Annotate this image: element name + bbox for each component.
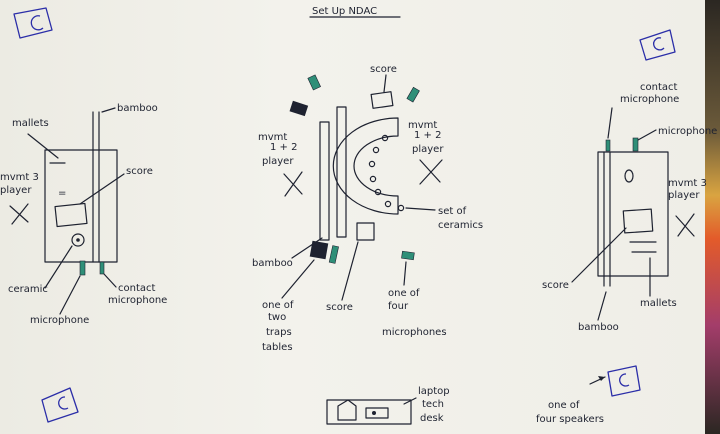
left-mallets-label: mallets (12, 118, 49, 129)
center-microphone-3 (328, 245, 339, 264)
center-ceramics-arc (332, 117, 399, 215)
right-player-label-1: mvmt 3 (668, 178, 707, 189)
center-microphone-2 (406, 86, 420, 103)
right-mallets-label: mallets (640, 298, 677, 309)
desk-label-3: desk (420, 413, 444, 424)
center-traps-label-2: two (268, 312, 286, 323)
tech-desk: laptop tech desk (326, 386, 450, 425)
right-contact-mic-label-2: microphone (620, 94, 679, 105)
center-player-x-left (283, 171, 303, 197)
center-microphones-label-3: microphones (382, 327, 447, 338)
right-station: contact microphone microphone mvmt 3 pla… (536, 82, 717, 425)
center-player-label-2: 1 + 2 (270, 142, 297, 153)
center-traps-table-top (289, 100, 309, 117)
right-score-label: score (542, 280, 569, 291)
center-player-right-label-1: mvmt (408, 120, 437, 131)
left-ceramic-label: ceramic (8, 284, 48, 295)
center-bamboo-label: bamboo (252, 258, 293, 269)
background-edge (705, 0, 720, 434)
left-contact-mic-label-2: microphone (108, 295, 167, 306)
center-traps-label-4: tables (262, 342, 293, 353)
center-microphones-label-1: one of (388, 288, 420, 299)
speakers-label-1: one of (548, 400, 580, 411)
right-player-label-2: player (668, 190, 700, 201)
center-microphones-label-2: four (388, 301, 409, 312)
center-microphone-4 (401, 250, 415, 261)
left-microphone-label: microphone (30, 315, 89, 326)
diagram-title: Set Up NDAC (312, 6, 377, 17)
left-contact-microphone (99, 261, 105, 275)
right-microphone-label: microphone (658, 126, 717, 137)
right-bamboo-label: bamboo (578, 322, 619, 333)
left-contact-mic-label-1: contact (118, 283, 156, 294)
left-score-sheet (54, 202, 88, 228)
right-microphone (632, 137, 639, 152)
desk-label-1: laptop (418, 386, 450, 397)
center-score-top (370, 91, 394, 109)
center-ceramics-label-2: ceramics (438, 220, 483, 231)
center-traps-label-1: one of (262, 300, 294, 311)
center-bamboo-2 (336, 106, 347, 238)
center-microphone-1 (307, 74, 321, 91)
center-traps-table (309, 240, 329, 260)
left-microphone (79, 260, 86, 276)
speaker-top-left (13, 7, 53, 39)
right-table (597, 151, 669, 277)
center-player-right-label-2: 1 + 2 (414, 130, 441, 141)
right-contact-mic-label-1: contact (640, 82, 678, 93)
center-traps-label-3: traps (266, 327, 292, 338)
center-player-label-3: player (262, 156, 294, 167)
center-ceramics-label-1: set of (438, 206, 467, 217)
center-bamboo-1 (319, 121, 330, 241)
right-score-sheet (622, 208, 654, 234)
mixer-icon (365, 407, 389, 419)
right-player-x (675, 213, 695, 237)
left-ceramic (71, 233, 85, 247)
center-station: score mvmt 1 + 2 player mvmt 1 + 2 playe… (252, 64, 483, 353)
laptop-icon (337, 399, 357, 421)
center-score-bottom (356, 222, 375, 241)
left-score-label: score (126, 166, 153, 177)
speaker-bottom-left (41, 387, 79, 423)
center-player-label-1: mvmt (258, 132, 287, 143)
tech-desk-outline (326, 399, 412, 425)
left-player-x (9, 203, 29, 225)
center-score-top-label: score (370, 64, 397, 75)
center-player-right-label-3: player (412, 144, 444, 155)
right-contact-microphone (605, 139, 611, 152)
center-player-x-right (419, 159, 443, 185)
left-player-label-2: player (0, 185, 32, 196)
svg-text:=: = (58, 188, 66, 199)
center-score-bottom-label: score (326, 302, 353, 313)
left-bamboo-label: bamboo (117, 103, 158, 114)
speaker-bottom-right (589, 365, 641, 397)
left-station: = mallets bamboo mvmt 3 player score cer… (0, 103, 167, 326)
desk-label-2: tech (422, 399, 444, 410)
speakers-label-2: four speakers (536, 414, 604, 425)
left-player-label-1: mvmt 3 (0, 172, 39, 183)
right-ceramic (624, 169, 634, 183)
speaker-top-right (639, 29, 676, 61)
center-ceramic-dots (368, 134, 405, 212)
